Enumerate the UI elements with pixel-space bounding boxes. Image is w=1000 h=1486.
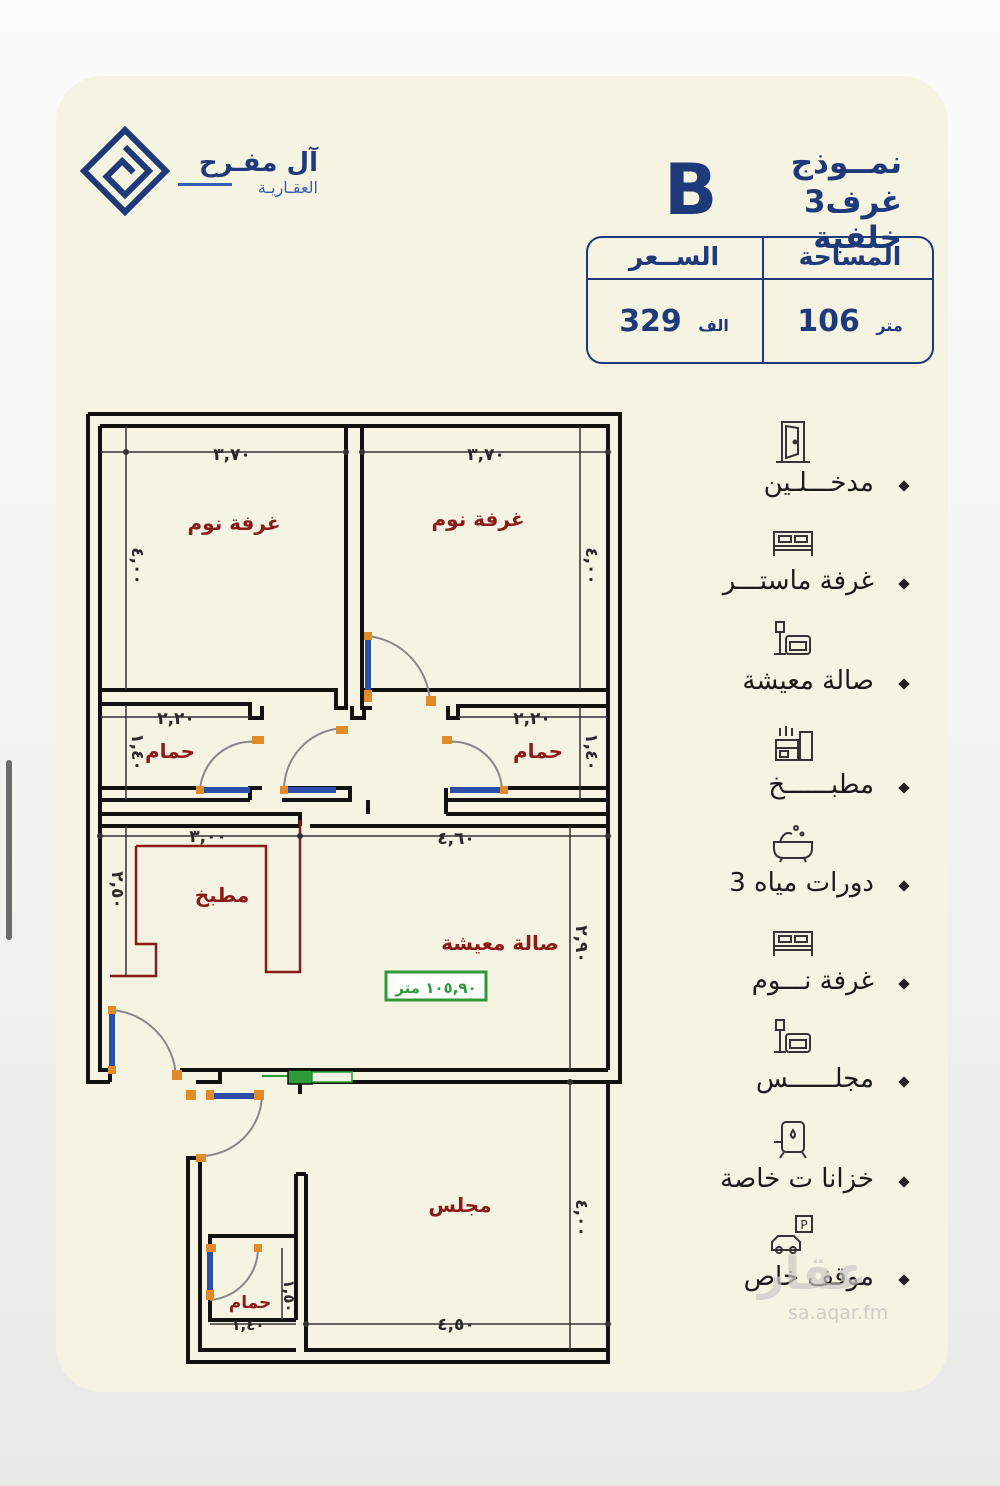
bed-icon — [773, 931, 813, 956]
feature-label: مطبــــــخ — [768, 770, 874, 800]
model-letter: B — [664, 149, 718, 231]
wall-fixture — [262, 1069, 353, 1085]
brand-logo-icon — [80, 126, 170, 216]
brand-divider — [178, 183, 232, 186]
door-icon — [776, 421, 810, 463]
feature-water-tanks: خزانا ت خاصة — [660, 1116, 912, 1212]
feature-label: موقف خاص — [743, 1262, 874, 1292]
dim-bathroom-2-width: ٢,٢٠ — [513, 709, 551, 729]
window-edge-scrollbar[interactable] — [6, 760, 12, 940]
dim-majlis-width: ٤,٥٠ — [437, 1315, 475, 1335]
feature-label: مدخـــلـين — [763, 468, 874, 498]
feature-entrances: مدخـــلـين — [660, 420, 912, 516]
bed-icon — [773, 531, 813, 556]
feature-label: خزانا ت خاصة — [720, 1164, 874, 1194]
dim-bathroom-3-height: ١,٥٠ — [280, 1279, 298, 1312]
sofa-icon — [774, 621, 811, 655]
dim-bathroom-1-width: ٢,٢٠ — [157, 709, 195, 729]
price-unit: الف — [698, 316, 729, 335]
feature-living-room: صالة معيشة — [660, 618, 912, 714]
dim-living-height: ٢,٩٠ — [571, 925, 591, 963]
info-divider-horizontal — [588, 278, 932, 280]
price-cell: الف 329 — [588, 304, 760, 339]
feature-master-room: غرفة ماستـــر — [660, 518, 912, 614]
dim-bedroom-1-height: ٤,٠٠ — [127, 547, 147, 585]
dim-kitchen-width: ٣,٠٠ — [189, 827, 227, 847]
water-tank-icon — [774, 1121, 807, 1159]
feature-label: 3 دورات مياه — [729, 868, 874, 898]
bullet — [898, 678, 910, 690]
feature-bathrooms: 3 دورات مياه — [660, 820, 912, 916]
dimension-lines — [100, 426, 608, 1350]
dimension-ticks — [97, 449, 611, 1327]
room-label-kitchen: مطبخ — [195, 883, 249, 907]
parking-icon: P — [771, 1215, 813, 1254]
feature-majlis: مجلــــــس — [660, 1016, 912, 1112]
area-cell: متر 106 — [764, 304, 936, 339]
room-label-bedroom-1: غرفة نوم — [188, 511, 281, 535]
plan-walls — [86, 412, 622, 1364]
sofa-icon — [774, 1019, 811, 1053]
model-subtitle: 3غرف خلفية — [803, 184, 902, 256]
area-label: المساحة — [798, 242, 902, 271]
dim-kitchen-height: ٢,٥٠ — [107, 871, 127, 909]
dim-bathroom-2-height: ١,٤٠ — [581, 733, 601, 771]
brand-name: آل مفـرح — [198, 148, 318, 178]
info-divider-vertical — [762, 238, 764, 364]
kitchen-counter-left — [110, 846, 158, 978]
dim-majlis-height: ٤,٠٠ — [571, 1199, 591, 1237]
room-label-living: صالة معيشة — [441, 931, 559, 955]
room-label-bedroom-2: غرفة نوم — [432, 507, 525, 531]
room-label-bathroom-3: حمام — [229, 1293, 272, 1313]
room-label-bathroom-2: حمام — [513, 739, 563, 763]
bullet — [898, 880, 910, 892]
feature-label: غرفة ماستـــر — [722, 566, 874, 596]
dim-bathroom-1-height: ١,٤٠ — [127, 733, 147, 771]
bullet — [898, 480, 910, 492]
bullet — [898, 578, 910, 590]
doors — [109, 635, 503, 1301]
svg-text:P: P — [800, 1218, 807, 1232]
bullet — [898, 1274, 910, 1286]
info-table: المساحة الســعر متر 106 الف 329 — [586, 236, 934, 364]
bullet — [898, 782, 910, 794]
area-unit: متر — [876, 316, 903, 335]
room-label-majlis: مجلس — [428, 1193, 491, 1217]
area-value: 106 — [797, 304, 860, 339]
door-jambs — [108, 632, 508, 1300]
bullet — [898, 978, 910, 990]
kitchen-counter — [136, 820, 302, 974]
watermark-logo: عقار — [758, 1246, 867, 1300]
feature-parking: P موقف خاص — [660, 1214, 912, 1310]
feature-bedroom: غرفة نـــوم — [660, 918, 912, 1014]
total-area-badge — [384, 970, 488, 1002]
total-area-label: ١٠٥,٩٠ متر — [394, 979, 476, 997]
room-label-bathroom-1: حمام — [145, 739, 195, 763]
bullet — [898, 1176, 910, 1188]
brand-subtitle: العقـاريـة — [257, 178, 318, 197]
dim-living-width: ٤,٦٠ — [437, 829, 475, 849]
feature-label: غرفة نـــوم — [751, 966, 874, 996]
bullet — [898, 1076, 910, 1088]
price-label: الســعر — [628, 242, 720, 271]
model-title: نمــوذج — [790, 145, 902, 181]
dim-bedroom-2-height: ٤,٠٠ — [581, 547, 601, 585]
dim-bedroom-1-width: ٣,٧٠ — [213, 445, 251, 465]
feature-kitchen: مطبــــــخ — [660, 722, 912, 818]
watermark-url: sa.aqar.fm — [788, 1302, 889, 1324]
kitchen-icon — [775, 726, 813, 761]
feature-label: صالة معيشة — [742, 666, 874, 696]
dim-bedroom-2-width: ٣,٧٠ — [467, 445, 505, 465]
feature-label: مجلــــــس — [755, 1064, 874, 1094]
bathtub-icon — [773, 825, 813, 863]
dim-bathroom-3-width: ١,٤٠ — [231, 1316, 264, 1334]
price-value: 329 — [619, 304, 682, 339]
